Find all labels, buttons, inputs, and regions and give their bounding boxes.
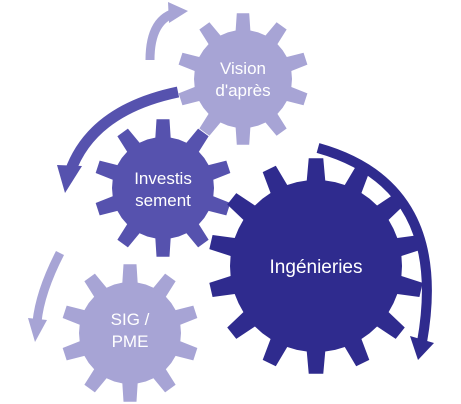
gear-investissement-label-1: Investis: [134, 169, 192, 188]
gear-icon: [95, 119, 231, 257]
gear-icon: [209, 158, 423, 374]
gear-sig-pme: SIG / PME: [62, 264, 198, 402]
arrow-bottom: [28, 250, 65, 342]
curved-arrow-icon: [316, 143, 432, 343]
gear-ingenieries-label: Ingénieries: [270, 257, 363, 278]
curved-arrow-icon: [32, 250, 65, 323]
arrowhead-icon: [168, 2, 188, 23]
gear-icon: [62, 264, 198, 402]
arrowhead-icon: [410, 336, 434, 360]
gear-icon: [178, 13, 308, 145]
arrow-top: [145, 2, 188, 61]
gear-vision-label-2: d'après: [215, 81, 270, 100]
curved-arrow-icon: [64, 86, 180, 174]
arrowhead-icon: [28, 318, 47, 342]
arrow-middle: [57, 86, 180, 193]
gear-investissement: Investis sement: [95, 119, 231, 257]
gear-ingenieries: Ingénieries: [209, 158, 423, 374]
gear-sig-pme-label-2: PME: [112, 332, 149, 351]
arrow-right: [316, 143, 434, 360]
gear-investissement-label-2: sement: [135, 191, 191, 210]
arrowhead-icon: [57, 165, 82, 193]
gear-vision: Vision d'après: [178, 13, 308, 145]
gear-sig-pme-label-1: SIG /: [111, 310, 150, 329]
gear-vision-label-1: Vision: [220, 59, 266, 78]
